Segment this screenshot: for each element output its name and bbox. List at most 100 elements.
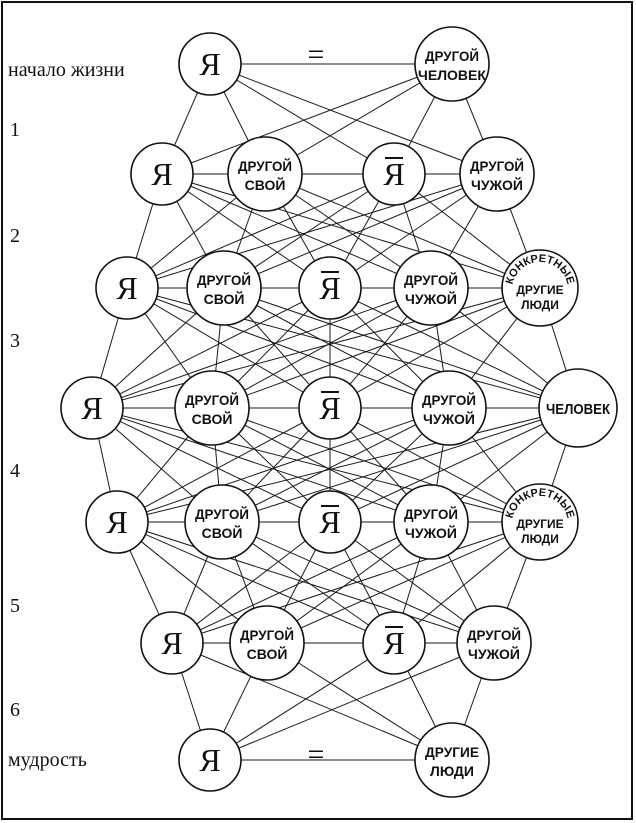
node-label-line2: СВОЙ [204,290,245,307]
connection-line [209,642,495,761]
connection-line [116,407,331,523]
node-layer: Я ДРУГОЙ ЧЕЛОВЕК Я ДРУГОЙ СВОЙ Я ДРУГОЙ ЧУЖОЙ Я ДР… [60,26,618,798]
connection-line [126,173,498,289]
connection-line [223,173,498,289]
node-label-line1: ДРУГОЙ [404,271,458,288]
node-label-line2: ЧУЖОЙ [405,524,457,541]
node-self-overline: Я [298,490,362,554]
node-self-overline: Я [298,376,362,440]
stage-labels: начало жизни 1 2 3 4 5 6 мудрость [8,59,125,771]
node-label-line1: ДРУГОЙ [240,626,294,643]
node-label-self-overline: Я [383,156,404,192]
node-label-line2: ЛЮДИ [430,763,474,779]
node-other-own: ДРУГОЙ СВОЙ [184,484,260,560]
connection-line [223,287,450,409]
node-circle [414,722,490,798]
connection-line [91,407,541,523]
equals-sign-bottom: = [308,738,325,771]
node-label-line1: ДРУГОЙ [404,505,458,522]
node-label-line2: СВОЙ [202,524,243,541]
node-label-self: Я [106,504,127,540]
node-label-self: Я [151,156,172,192]
node-circle [227,136,303,212]
connection-line [91,287,331,409]
node-circle [298,490,362,554]
connection-line [221,407,579,523]
label-stage-2: 2 [10,225,20,247]
node-label-line2: ЧУЖОЙ [405,290,457,307]
connection-line [264,173,541,289]
node-label-line1: ДРУГОЙ [238,157,292,174]
node-circle [501,483,579,561]
node-circle [85,490,149,554]
connection-line [209,63,498,175]
connection-line [329,287,541,409]
node-self: Я [178,32,242,96]
node-circle [140,611,204,675]
node-circle [130,142,194,206]
node-self-overline: Я [362,142,426,206]
connection-line [161,63,453,175]
connection-line [126,287,450,409]
connection-line [329,287,579,409]
node-self: Я [178,728,242,792]
node-other-alien: ДРУГОЙ ЧУЖОЙ [393,250,469,326]
node-label-line1: ДРУГИЕ [425,744,479,760]
node-circle [393,250,469,326]
equals-sign-top: = [308,38,325,71]
node-circle [184,484,260,560]
connection-line [91,407,331,523]
label-stage-4: 4 [10,460,20,482]
node-label-self-overline: Я [319,270,340,306]
node-label-self: Я [199,46,220,82]
connection-line [221,407,450,523]
node-label-line2: ЧУЖОЙ [468,645,520,662]
connection-line [161,173,432,289]
connection-line [116,407,450,523]
node-label-line2: СВОЙ [247,645,288,662]
connection-line [171,642,453,761]
node-circle [178,728,242,792]
node-label-line1: ДРУГОЙ [425,47,479,64]
node-circle [298,376,362,440]
node-label-self-overline: Я [319,390,340,426]
node-other-person: ДРУГОЙ ЧЕЛОВЕК [414,26,490,102]
node-circle [411,370,487,446]
node-self: Я [95,256,159,320]
node-circle [60,376,124,440]
node-circle [186,250,262,326]
label-stage-6: 6 [10,699,20,721]
node-label-self: Я [161,625,182,661]
node-circle [95,256,159,320]
connection-line [171,521,541,644]
connection-line [211,287,432,409]
node-self: Я [130,142,194,206]
node-circle [362,142,426,206]
connection-line [211,407,541,523]
connection-line [116,521,495,644]
node-label-concrete-line1: ДРУГИЕ [516,517,563,531]
node-circle [298,256,362,320]
node-label-self-overline: Я [319,504,340,540]
connection-line [209,642,395,761]
connection-line [116,521,395,644]
node-label-line2: ЧЕЛОВЕК [418,67,486,83]
connection-line [91,287,432,409]
node-label-line1: ДРУГОЙ [195,505,249,522]
connection-line [223,287,579,409]
connection-line [221,521,495,644]
connection-line [329,407,579,523]
node-self-overline: Я [362,611,426,675]
node-self: Я [85,490,149,554]
connection-line [211,287,541,409]
node-label-line1: ДРУГОЙ [422,391,476,408]
label-stage-5: 5 [10,595,20,617]
node-other-people: ДРУГИЕ ЛЮДИ [414,722,490,798]
node-label-self-overline: Я [383,625,404,661]
